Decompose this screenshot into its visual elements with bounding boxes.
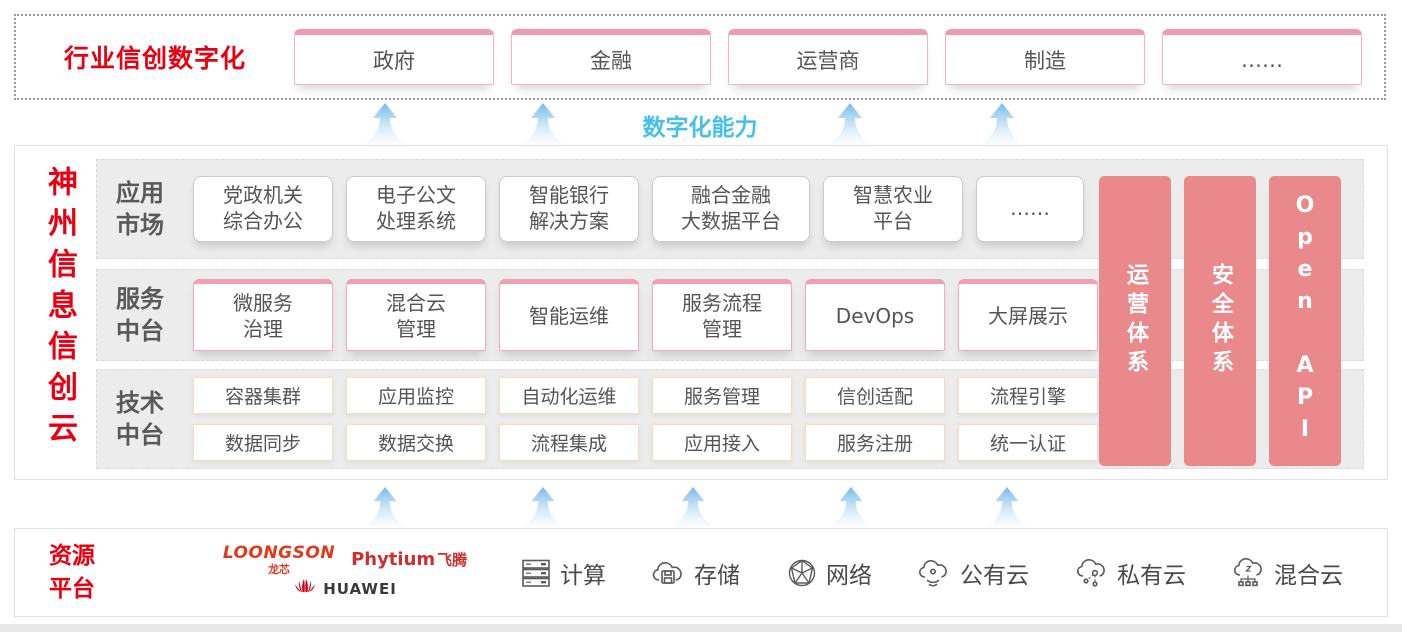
industry-band: 行业信创数字化 政府 金融 运营商 制造 ……: [14, 14, 1386, 100]
loongson-chinese-label: 龙芯: [267, 563, 290, 576]
phytium-chinese-label: 飞腾: [437, 551, 468, 569]
pillar-security-system: 安全体系: [1184, 176, 1256, 466]
tech-card: 应用接入: [652, 424, 792, 461]
pillar-operation-system: 运营体系: [1099, 176, 1171, 466]
service-platform-row: 服务 中台 微服务 治理 混合云 管理 智能运维 服务流程 管理 DevOps …: [96, 269, 1364, 361]
app-market-row: 应用 市场 党政机关 综合办公 电子公文 处理系统 智能银行 解决方案 融合金融…: [96, 159, 1364, 259]
phytium-wordmark: Phytium: [351, 549, 436, 570]
app-card: 智慧农业 平台: [823, 176, 963, 242]
industry-box-list: 政府 金融 运营商 制造 ……: [294, 29, 1362, 85]
industry-box-finance: 金融: [511, 29, 711, 85]
tech-card: 流程集成: [499, 424, 639, 461]
tech-card: 信创适配: [805, 377, 945, 414]
resource-item-storage: 存储: [651, 556, 740, 590]
tech-card: 流程引擎: [958, 377, 1098, 414]
resource-platform-band: 资源 平台 LOONGSON 龙芯 Phytium 飞腾: [14, 528, 1388, 617]
resource-item-label: 公有云: [960, 562, 1029, 589]
resource-item-public-cloud: 公有云: [917, 556, 1029, 590]
up-arrow-icon: [671, 487, 715, 529]
pillar-open-api: Open API: [1269, 176, 1341, 466]
resource-item-label: 网络: [826, 562, 872, 589]
cloud-storage-icon: [652, 561, 682, 584]
huawei-flower-icon: [295, 579, 316, 593]
tech-platform-label: 技术 中台: [116, 388, 164, 449]
service-card: DevOps: [805, 279, 945, 351]
industry-box-manufacturing: 制造: [945, 29, 1145, 85]
tech-card: 服务管理: [652, 377, 792, 414]
service-card: 大屏展示: [958, 279, 1098, 351]
hybrid-cloud-icon: [1233, 557, 1262, 586]
up-arrow-icon: [829, 487, 873, 529]
app-card: 智能银行 解决方案: [499, 176, 639, 242]
app-market-label: 应用 市场: [116, 178, 164, 239]
tech-card: 自动化运维: [499, 377, 639, 414]
server-icon: [522, 559, 550, 587]
resource-item-label: 计算: [560, 562, 606, 589]
up-arrow-icon: [985, 487, 1029, 529]
app-card: 电子公文 处理系统: [346, 176, 486, 242]
resource-item-compute: 计算: [519, 556, 606, 590]
private-cloud-icon: [1076, 558, 1105, 587]
up-arrow-icon: [363, 103, 407, 145]
resource-item-list: 计算 存储 网络 公有: [519, 556, 1343, 590]
up-arrow-icon: [980, 103, 1024, 145]
app-card: 党政机关 综合办公: [193, 176, 333, 242]
industry-box-government: 政府: [294, 29, 494, 85]
up-arrow-icon: [363, 487, 407, 529]
huawei-logo: HUAWEI: [293, 578, 397, 600]
service-card: 微服务 治理: [193, 279, 333, 351]
tech-platform-row: 技术 中台 容器集群 应用监控 自动化运维 服务管理 信创适配 流程引擎 数据同…: [96, 369, 1364, 469]
tech-card: 统一认证: [958, 424, 1098, 461]
bottom-divider: [0, 624, 1402, 632]
industry-box-operator: 运营商: [728, 29, 928, 85]
tech-card: 容器集群: [193, 377, 333, 414]
loongson-wordmark: LOONGSON: [222, 543, 336, 563]
resource-item-private-cloud: 私有云: [1074, 556, 1186, 590]
tech-card: 服务注册: [805, 424, 945, 461]
service-card-list: 微服务 治理 混合云 管理 智能运维 服务流程 管理 DevOps 大屏展示: [193, 279, 1098, 351]
service-card: 混合云 管理: [346, 279, 486, 351]
resource-item-label: 混合云: [1274, 562, 1343, 589]
service-card: 智能运维: [499, 279, 639, 351]
phytium-logo: Phytium 飞腾: [351, 549, 467, 570]
network-globe-icon: [788, 559, 816, 586]
cloud-platform-panel: 神州信息信创云 应用 市场 党政机关 综合办公 电子公文 处理系统 智能银行 解…: [14, 145, 1388, 480]
tech-card-grid: 容器集群 应用监控 自动化运维 服务管理 信创适配 流程引擎 数据同步 数据交换…: [193, 377, 1098, 461]
resource-item-label: 存储: [694, 562, 740, 589]
app-card-list: 党政机关 综合办公 电子公文 处理系统 智能银行 解决方案 融合金融 大数据平台…: [193, 176, 1084, 242]
tech-card: 数据同步: [193, 424, 333, 461]
resource-item-label: 私有云: [1117, 562, 1186, 589]
up-arrow-icon: [828, 103, 872, 145]
resource-item-hybrid-cloud: 混合云: [1231, 556, 1343, 590]
up-arrow-icon: [521, 487, 565, 529]
tech-card: 应用监控: [346, 377, 486, 414]
app-card-more: ……: [976, 176, 1084, 242]
service-platform-label: 服务 中台: [116, 284, 164, 345]
service-card: 服务流程 管理: [652, 279, 792, 351]
public-cloud-icon: [918, 559, 947, 587]
up-arrow-icon: [521, 103, 565, 145]
loongson-logo: LOONGSON 龙芯: [222, 543, 336, 576]
cloud-platform-title: 神州信息信创云: [42, 166, 77, 453]
app-card: 融合金融 大数据平台: [652, 176, 810, 242]
tech-card: 数据交换: [346, 424, 486, 461]
resource-platform-title: 资源 平台: [49, 543, 95, 602]
huawei-wordmark: HUAWEI: [323, 580, 397, 598]
resource-item-network: 网络: [785, 556, 872, 590]
industry-box-more: ……: [1162, 29, 1362, 85]
industry-band-title: 行业信创数字化: [63, 44, 246, 73]
capability-label: 数字化能力: [642, 115, 758, 141]
vendor-logo-group: LOONGSON 龙芯 Phytium 飞腾 HUAWEI: [195, 545, 495, 600]
